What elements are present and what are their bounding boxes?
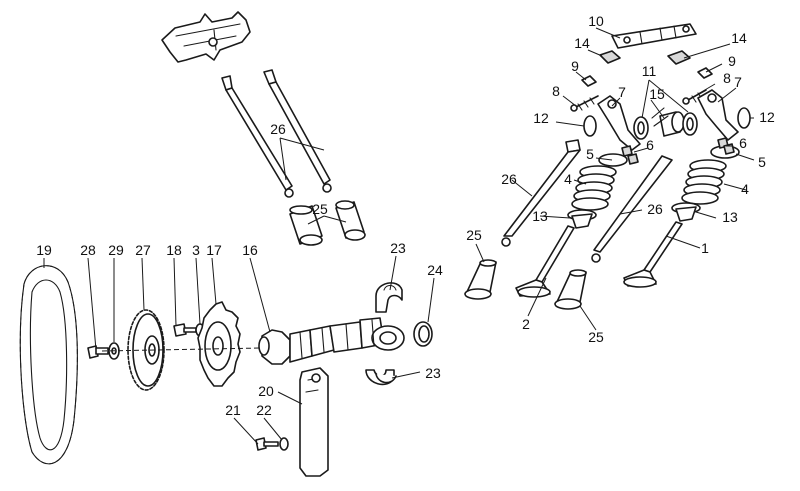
callout-17: 17 xyxy=(206,242,222,258)
callout-8b: 8 xyxy=(723,70,731,86)
shaft-blocks xyxy=(599,50,691,65)
callout-15: 15 xyxy=(649,86,665,102)
callout-13a: 13 xyxy=(532,208,548,224)
callout-26c: 26 xyxy=(647,201,663,217)
callout-23a: 23 xyxy=(390,240,406,256)
callout-5b: 5 xyxy=(758,154,766,170)
callout-12b: 12 xyxy=(759,109,775,125)
callout-24: 24 xyxy=(427,262,443,278)
callout-21: 21 xyxy=(225,402,241,418)
callout-20: 20 xyxy=(258,383,274,399)
callout-26b: 26 xyxy=(501,171,517,187)
pushrods-right xyxy=(501,139,673,263)
callout-16: 16 xyxy=(242,242,258,258)
callout-4a: 4 xyxy=(564,171,572,187)
rocker-arms xyxy=(597,89,739,151)
callout-25a: 25 xyxy=(312,201,328,217)
thrust-ring xyxy=(413,321,433,347)
callout-27: 27 xyxy=(135,242,151,258)
tappets-right xyxy=(464,259,587,310)
callout-6b: 6 xyxy=(739,135,747,151)
callout-9a: 9 xyxy=(571,58,579,74)
callout-7a: 7 xyxy=(618,84,626,100)
callout-5a: 5 xyxy=(586,146,594,162)
callout-14b: 14 xyxy=(731,30,747,46)
callout-29: 29 xyxy=(108,242,124,258)
callout-6a: 6 xyxy=(646,137,654,153)
cam-sprocket xyxy=(197,301,241,387)
tappet-pair xyxy=(289,200,366,246)
pushrod-pair xyxy=(221,69,332,198)
camshaft xyxy=(258,317,405,365)
callout-1: 1 xyxy=(701,240,709,256)
callout-2: 2 xyxy=(522,316,530,332)
callout-9b: 9 xyxy=(728,53,736,69)
callout-3: 3 xyxy=(192,242,200,258)
callout-25c: 25 xyxy=(588,329,604,345)
callout-25b: 25 xyxy=(466,227,482,243)
callout-7b: 7 xyxy=(734,74,742,90)
leader-lines xyxy=(43,27,755,445)
callout-8a: 8 xyxy=(552,83,560,99)
rocker-shaft xyxy=(611,23,697,49)
rocker-assembly xyxy=(161,11,251,63)
callout-14a: 14 xyxy=(574,35,590,51)
bushings-and-clips xyxy=(583,107,751,140)
chain-tensioner xyxy=(299,367,329,477)
callout-11: 11 xyxy=(642,63,657,79)
callout-13b: 13 xyxy=(722,209,738,225)
assembly-axis xyxy=(101,347,263,352)
callout-12a: 12 xyxy=(533,110,549,126)
timing-chain xyxy=(19,265,78,465)
callout-26a: 26 xyxy=(270,121,286,137)
callout-18: 18 xyxy=(166,242,182,258)
callout-10: 10 xyxy=(588,13,604,29)
cam-bearing-lower xyxy=(365,369,397,386)
callout-28: 28 xyxy=(80,242,96,258)
callout-labels: 10 14 14 9 9 8 8 11 7 7 15 12 12 26 5 6 … xyxy=(36,13,775,418)
spring-seats xyxy=(567,202,701,229)
callout-4b: 4 xyxy=(741,181,749,197)
valve-springs xyxy=(571,159,727,211)
tensioner-screw-spacer xyxy=(255,437,289,451)
cam-bearing-upper xyxy=(375,282,403,313)
callout-23b: 23 xyxy=(425,365,441,381)
adjuster-nuts-screws xyxy=(570,67,713,112)
callout-19: 19 xyxy=(36,242,52,258)
valves xyxy=(515,221,683,298)
callout-22: 22 xyxy=(256,402,272,418)
